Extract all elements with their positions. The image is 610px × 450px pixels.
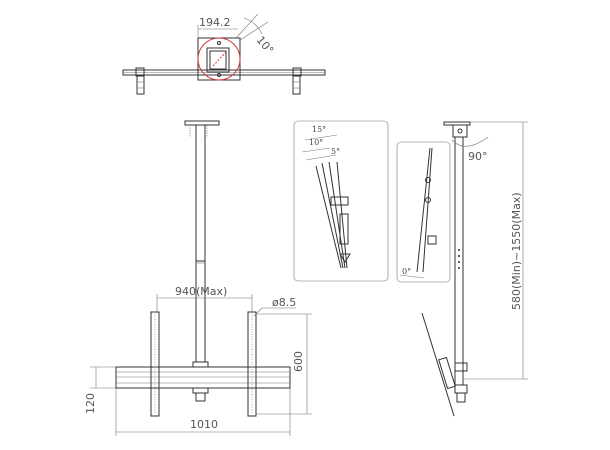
tilt-angle-15: 15° bbox=[312, 125, 326, 134]
dim-height: 600 bbox=[292, 351, 305, 372]
clamp-right bbox=[292, 67, 302, 95]
dim-height-range: 580(Min)~1550(Max) bbox=[510, 192, 523, 310]
tilt-angle-5: 5° bbox=[331, 147, 340, 156]
dim-total-width: 1010 bbox=[190, 418, 218, 431]
tilt-detail-box-2: 0° bbox=[396, 141, 451, 283]
dim-hole-diameter: ø8.5 bbox=[272, 296, 296, 309]
side-view: 90° 580(Min)~1550(Max) bbox=[421, 121, 528, 417]
dim-width-max: 940(Max) bbox=[175, 285, 227, 298]
dim-rail-height: 120 bbox=[84, 393, 97, 414]
dim-plate-size: 194.2 bbox=[199, 16, 231, 29]
dim-plate-angle: 10° bbox=[254, 34, 276, 57]
tilt-angle-10: 10° bbox=[309, 138, 323, 147]
clamp-left bbox=[135, 67, 145, 95]
tilt-detail-box-1: 15° 10° 5° bbox=[293, 120, 389, 282]
tilt-angle-0: 0° bbox=[402, 267, 411, 276]
height-marks bbox=[458, 249, 460, 269]
top-view: 194.2 10° bbox=[122, 13, 326, 95]
front-view: 940(Max) ø8.5 600 120 1010 bbox=[84, 120, 312, 436]
dim-rotation: 90° bbox=[468, 150, 488, 163]
